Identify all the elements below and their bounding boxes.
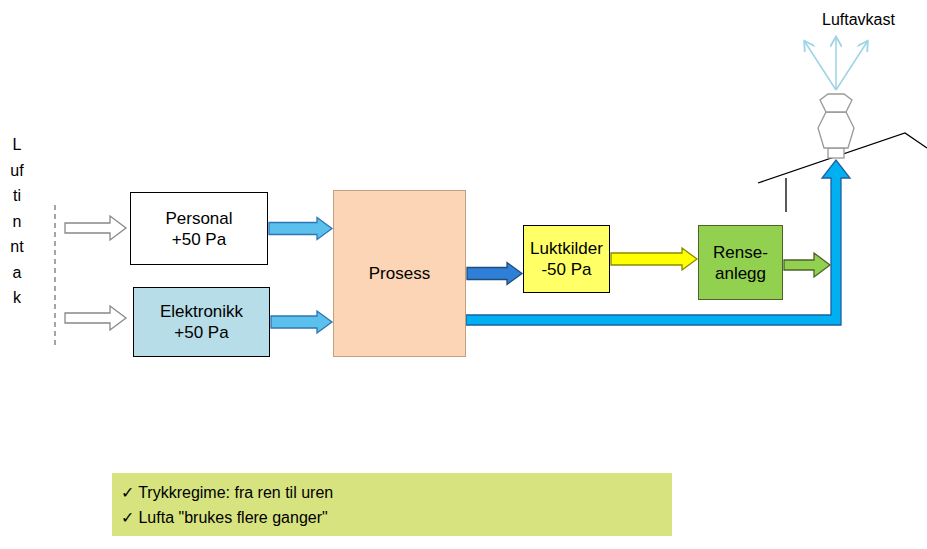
box-title: Prosess	[369, 263, 430, 284]
intake-arrow	[65, 306, 126, 330]
box-title: ✓ Trykkregime: fra ren til uren	[121, 480, 333, 505]
exhaust-air	[805, 38, 867, 90]
treatment-box: Rense-anlegg	[698, 225, 783, 300]
wall-line	[785, 178, 786, 212]
flow-arrow	[467, 263, 522, 285]
intake-line	[54, 205, 56, 345]
process-box: Prosess	[333, 190, 466, 357]
intake-label: Luftinntak	[9, 132, 25, 311]
flow-arrow	[269, 218, 332, 240]
zone-box: Personal+50 Pa	[130, 192, 268, 265]
box-value: -50 Pa	[541, 259, 591, 280]
box-value: ✓ Lufta "brukes flere ganger"	[121, 505, 328, 530]
intake-arrow	[65, 216, 126, 240]
box-title: Luktkilder	[530, 238, 603, 259]
exhaust-stack	[818, 94, 854, 158]
exhaust-label: Luftavkast	[822, 11, 895, 29]
zone-box: Elektronikk+50 Pa	[133, 287, 270, 357]
flow-arrow	[271, 311, 332, 333]
note-band: ✓ Trykkregime: fra ren til uren✓ Lufta "…	[112, 473, 672, 536]
box-value: +50 Pa	[172, 229, 226, 250]
flow-arrow	[611, 248, 697, 270]
zone-box: Luktkilder-50 Pa	[523, 225, 610, 293]
exhaust-duct	[466, 160, 850, 325]
box-title: Personal	[165, 208, 232, 229]
box-title: Rense-anlegg	[705, 242, 776, 284]
box-title: Elektronikk	[160, 301, 243, 322]
clean-air-arrow	[784, 253, 830, 277]
box-value: +50 Pa	[174, 322, 228, 343]
